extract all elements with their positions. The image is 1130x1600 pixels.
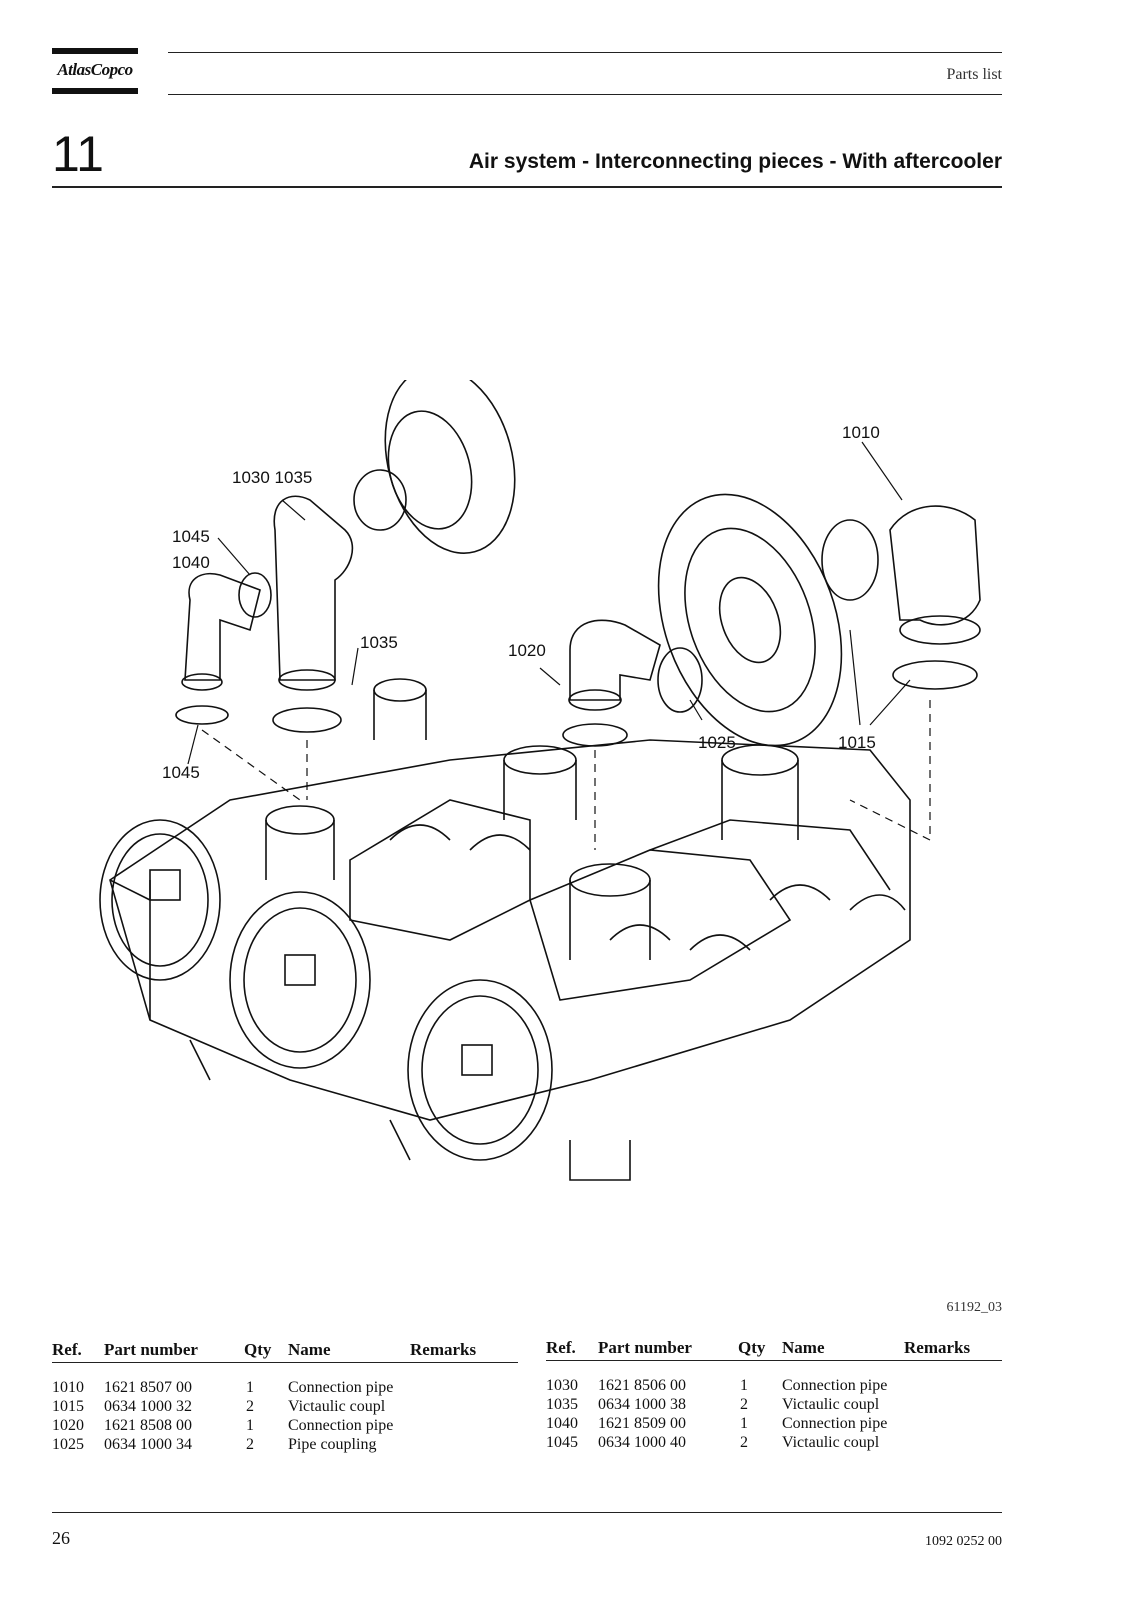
- col-part-number-header: Part number: [104, 1340, 198, 1359]
- cell-ref: 1045: [546, 1434, 578, 1451]
- connection-pipe-1010: [889, 505, 981, 645]
- table-row: 1035 0634 1000 38 2 Victaulic coupl: [546, 1395, 1002, 1414]
- cell-name: Victaulic coupl: [782, 1396, 880, 1413]
- cell-name: Victaulic coupl: [288, 1398, 386, 1415]
- cell-name: Pipe coupling: [288, 1436, 377, 1453]
- table-header-rule: [546, 1360, 1002, 1361]
- callout-1045-bottom: 1045: [162, 763, 200, 782]
- cell-name: Connection pipe: [782, 1377, 888, 1394]
- assembly-guide-lines: [201, 700, 931, 850]
- callout-1045-top: 1045: [172, 527, 210, 546]
- header-rule-top: [168, 52, 1002, 53]
- cell-part-number: 0634 1000 40: [598, 1434, 686, 1451]
- callout-leaders: [187, 441, 911, 765]
- cell-qty: 1: [246, 1379, 254, 1396]
- col-name-header: Name: [288, 1340, 331, 1359]
- cell-name: Victaulic coupl: [782, 1434, 880, 1451]
- cell-part-number: 1621 8509 00: [598, 1415, 686, 1432]
- cell-part-number: 1621 8507 00: [104, 1379, 192, 1396]
- col-name-header: Name: [782, 1338, 825, 1357]
- callout-1040: 1040: [172, 553, 210, 572]
- cell-name: Connection pipe: [782, 1415, 888, 1432]
- callout-1020: 1020: [508, 641, 546, 660]
- table-row: 1045 0634 1000 40 2 Victaulic coupl: [546, 1433, 1002, 1452]
- col-qty-header: Qty: [244, 1340, 272, 1359]
- cell-ref: 1040: [546, 1415, 578, 1432]
- cell-part-number: 0634 1000 32: [104, 1398, 192, 1415]
- col-remarks-header: Remarks: [410, 1340, 477, 1359]
- col-ref-header: Ref.: [52, 1340, 82, 1359]
- col-qty-header: Qty: [738, 1338, 766, 1357]
- victaulic-couplings: [175, 469, 978, 747]
- compressor-block: [99, 739, 911, 1181]
- header-rule-bottom: [168, 94, 1002, 95]
- table-header-rule: [52, 1362, 518, 1363]
- cell-qty: 1: [740, 1415, 748, 1432]
- cell-part-number: 1621 8506 00: [598, 1377, 686, 1394]
- cell-qty: 1: [740, 1377, 748, 1394]
- table-row: 1030 1621 8506 00 1 Connection pipe: [546, 1376, 1002, 1395]
- document-number: 1092 0252 00: [925, 1534, 1002, 1549]
- block-outlets: [265, 678, 799, 960]
- cell-ref: 1015: [52, 1398, 84, 1415]
- cell-name: Connection pipe: [288, 1379, 394, 1396]
- top-flange: [384, 380, 516, 554]
- cell-part-number: 1621 8508 00: [104, 1417, 192, 1434]
- page-number: 26: [52, 1528, 70, 1548]
- cell-ref: 1035: [546, 1396, 578, 1413]
- figure-id: 61192_03: [946, 1300, 1002, 1315]
- callout-1025: 1025: [698, 733, 736, 752]
- page-title: Air system - Interconnecting pieces - Wi…: [468, 150, 1002, 173]
- cell-part-number: 0634 1000 38: [598, 1396, 686, 1413]
- connection-pipe-1020: [568, 619, 661, 711]
- col-part-number-header: Part number: [598, 1338, 692, 1357]
- connection-pipe-1030: [273, 495, 354, 691]
- cell-ref: 1020: [52, 1417, 84, 1434]
- cell-ref: 1030: [546, 1377, 578, 1394]
- section-label: Parts list: [946, 66, 1002, 83]
- col-remarks-header: Remarks: [904, 1338, 971, 1357]
- cell-qty: 1: [246, 1417, 254, 1434]
- table-row: 1040 1621 8509 00 1 Connection pipe: [546, 1414, 1002, 1433]
- title-rule: [52, 186, 1002, 188]
- chapter-number: 11: [52, 126, 104, 182]
- cell-qty: 2: [246, 1436, 254, 1453]
- table-row: 1015 0634 1000 32 2 Victaulic coupl: [52, 1397, 518, 1416]
- cell-ref: 1010: [52, 1379, 84, 1396]
- connection-pipe-1040: [181, 573, 261, 691]
- table-row: 1025 0634 1000 34 2 Pipe coupling: [52, 1435, 518, 1454]
- logo-bar-bottom: [52, 88, 138, 94]
- cell-qty: 2: [740, 1434, 748, 1451]
- footer-rule: [52, 1512, 1002, 1513]
- callout-1015: 1015: [838, 733, 876, 752]
- col-ref-header: Ref.: [546, 1338, 576, 1357]
- logo-bar-top: [52, 48, 138, 54]
- atlas-copco-logo: AtlasCopco: [52, 48, 138, 96]
- cell-name: Connection pipe: [288, 1417, 394, 1434]
- cell-part-number: 0634 1000 34: [104, 1436, 192, 1453]
- callout-1035: 1035: [360, 633, 398, 652]
- exploded-view-drawing: 1010 1030 1035 1045 1040 1035 1020 1025 …: [99, 380, 981, 1181]
- cell-qty: 2: [246, 1398, 254, 1415]
- callout-1010: 1010: [842, 423, 880, 442]
- cell-ref: 1025: [52, 1436, 84, 1453]
- table-row: 1020 1621 8508 00 1 Connection pipe: [52, 1416, 518, 1435]
- callout-1030-1035: 1030 1035: [232, 468, 312, 487]
- cell-qty: 2: [740, 1396, 748, 1413]
- aftercooler-flange: [657, 493, 843, 747]
- table-row: 1010 1621 8507 00 1 Connection pipe: [52, 1378, 518, 1397]
- logo-text: AtlasCopco: [57, 60, 133, 79]
